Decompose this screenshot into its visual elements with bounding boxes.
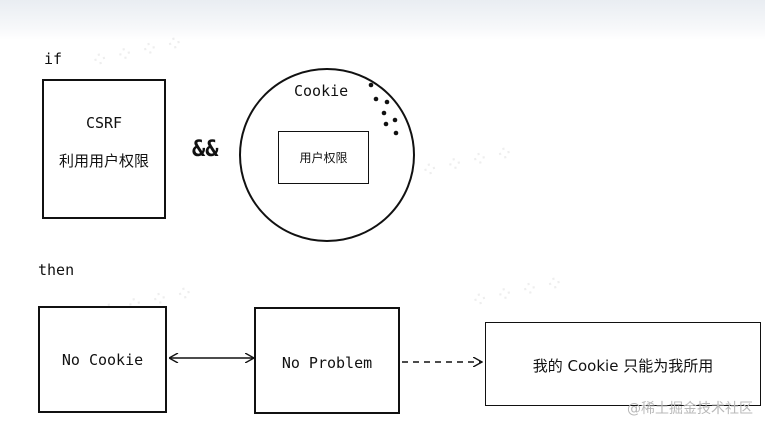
- csrf-box: CSRF 利用用户权限: [42, 79, 166, 219]
- no-cookie-label: No Cookie: [61, 351, 144, 369]
- cookie-circle: [239, 68, 415, 242]
- site-watermark: @稀土掘金技术社区: [627, 401, 753, 417]
- top-banner-strip: [0, 0, 765, 40]
- if-label: if: [44, 50, 63, 68]
- csrf-title: CSRF: [85, 114, 123, 132]
- then-label: then: [38, 261, 75, 279]
- result-box: 我的 Cookie 只能为我所用: [485, 322, 761, 406]
- cookie-title: Cookie: [294, 82, 349, 100]
- no-cookie-box: No Cookie: [38, 306, 167, 413]
- cookie-crumb-dots: [368, 82, 399, 136]
- result-label: 我的 Cookie 只能为我所用: [532, 357, 714, 375]
- and-operator: &&: [192, 137, 219, 162]
- csrf-subtitle: 利用用户权限: [58, 152, 149, 170]
- user-permission-label: 用户权限: [299, 151, 348, 165]
- user-permission-box: 用户权限: [278, 131, 369, 184]
- no-problem-box: No Problem: [254, 307, 400, 414]
- no-problem-label: No Problem: [281, 354, 373, 372]
